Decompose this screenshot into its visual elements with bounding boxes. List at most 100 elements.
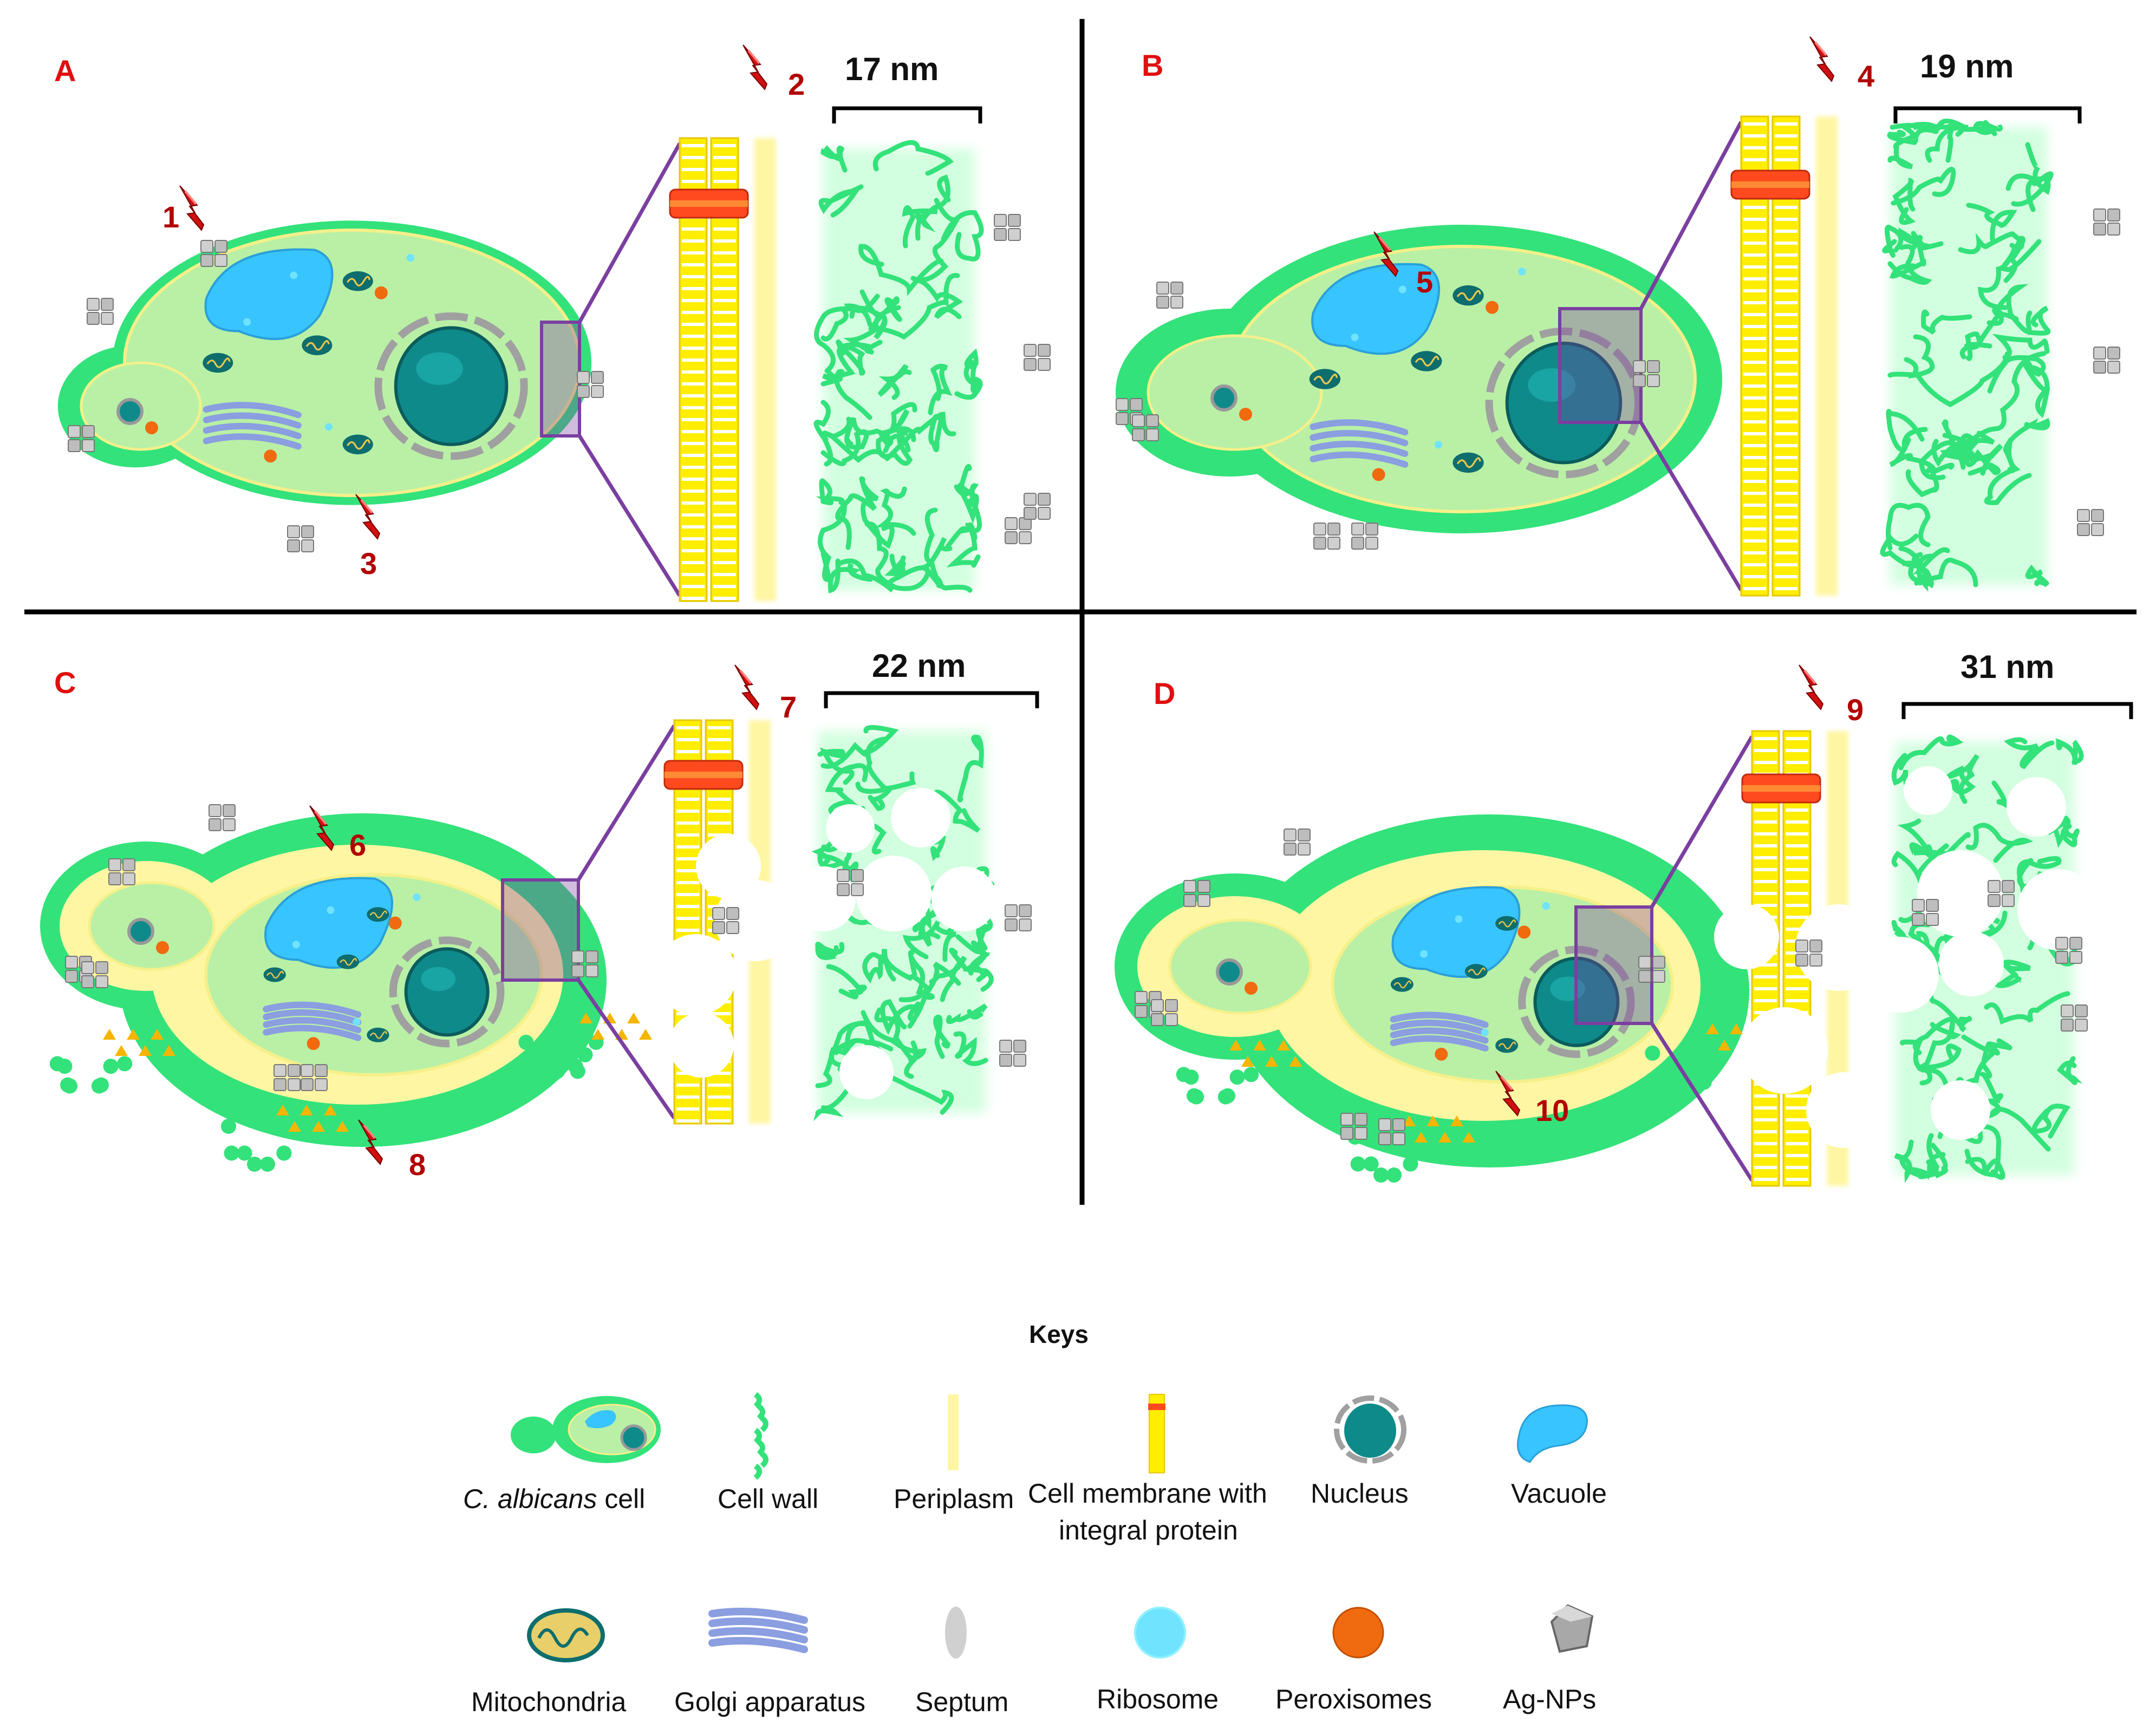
key-septum-label: Septum bbox=[915, 1687, 1008, 1717]
ribosome bbox=[353, 1018, 361, 1026]
zoom-connector bbox=[1639, 121, 1743, 310]
peroxisome bbox=[1486, 301, 1499, 314]
mitochondria bbox=[1494, 1037, 1519, 1054]
wall-thickness-label: 31 nm bbox=[1960, 649, 2054, 685]
ag-np-icon bbox=[287, 525, 314, 552]
key-label-cell: C. albicans cell bbox=[463, 1484, 645, 1514]
peroxisome bbox=[264, 449, 277, 463]
ag-np-icon bbox=[1024, 344, 1051, 371]
wall-thickness-label: 22 nm bbox=[872, 648, 966, 684]
zoom-connector bbox=[577, 142, 682, 323]
key-septum bbox=[945, 1607, 967, 1659]
zoom-connector bbox=[577, 979, 676, 1119]
ribosome bbox=[1398, 285, 1406, 293]
ag-np-icon bbox=[1005, 904, 1032, 931]
mitochondria bbox=[1451, 284, 1485, 307]
zoom-box bbox=[540, 321, 581, 438]
key-mitochondria bbox=[527, 1608, 605, 1662]
damage-marker-number: 8 bbox=[409, 1147, 426, 1182]
zoom-connector bbox=[1650, 1022, 1754, 1182]
key-membrane-label-line2: integral protein bbox=[1059, 1515, 1238, 1545]
key-agnp bbox=[1550, 1604, 1594, 1653]
zoom-connector bbox=[578, 435, 681, 597]
wall-damage-holes bbox=[1714, 766, 2099, 1148]
ribosome bbox=[290, 271, 298, 279]
mitochondria bbox=[1494, 915, 1519, 932]
ribosome bbox=[413, 893, 421, 901]
ribosome bbox=[1434, 441, 1442, 449]
damage-bolt-icon bbox=[742, 44, 768, 90]
damage-marker-number: 1 bbox=[162, 200, 179, 234]
peroxisome bbox=[156, 941, 169, 954]
ag-np-icon bbox=[1005, 517, 1032, 544]
ribosome bbox=[1455, 915, 1463, 923]
golgi-apparatus bbox=[203, 402, 302, 450]
key-nucleus bbox=[1334, 1395, 1406, 1464]
panel-label: B bbox=[1142, 48, 1163, 82]
mitochondria bbox=[1308, 368, 1341, 390]
key-ribosome-label: Ribosome bbox=[1097, 1684, 1219, 1714]
ribosome bbox=[1542, 902, 1550, 910]
key-golgi-label: Golgi apparatus bbox=[674, 1687, 865, 1717]
ag-np-icon bbox=[994, 214, 1021, 241]
ag-np-icon bbox=[2093, 208, 2120, 236]
ag-np-icon bbox=[1313, 523, 1340, 550]
ribosome bbox=[1481, 1028, 1489, 1036]
damage-marker-number: 6 bbox=[349, 828, 366, 862]
key-cell-label: C. albicans cell bbox=[463, 1484, 645, 1514]
candida-cell bbox=[1115, 814, 1749, 1167]
key-mitochondria-label: Mitochondria bbox=[471, 1687, 626, 1717]
ag-np-icon bbox=[2077, 509, 2104, 536]
key-cell bbox=[511, 1396, 661, 1463]
damage-marker-number: 7 bbox=[780, 690, 797, 724]
mitochondria bbox=[1464, 963, 1488, 980]
scale-bracket bbox=[1901, 702, 2133, 719]
peroxisome bbox=[145, 421, 158, 434]
key-periplasm bbox=[948, 1394, 959, 1470]
key-nucleus-label: Nucleus bbox=[1311, 1478, 1409, 1509]
damage-bolt-icon bbox=[1809, 36, 1835, 82]
nucleus bbox=[394, 326, 509, 446]
ribosome bbox=[327, 906, 335, 914]
mitochondria bbox=[342, 270, 374, 292]
cytoplasmic-leakage bbox=[49, 1013, 652, 1172]
mitochondria bbox=[1410, 350, 1443, 373]
ribosome bbox=[1518, 267, 1526, 276]
damage-marker-number: 3 bbox=[360, 546, 377, 580]
scale-bracket bbox=[824, 691, 1039, 708]
cell-wall-fibers bbox=[813, 140, 984, 593]
ag-np-icon bbox=[1024, 493, 1051, 520]
zoom-connector bbox=[1639, 421, 1743, 591]
candida-cell bbox=[1116, 225, 1722, 533]
zoom-connector bbox=[577, 725, 676, 881]
damage-bolt-icon bbox=[179, 185, 205, 231]
panel-label: D bbox=[1154, 676, 1175, 710]
wall-thickness-label: 17 nm bbox=[845, 51, 939, 87]
candida-cell bbox=[40, 813, 607, 1147]
nucleus bbox=[404, 947, 490, 1037]
key-vacuole-label: Vacuole bbox=[1511, 1478, 1607, 1509]
ribosome bbox=[292, 941, 300, 949]
golgi-apparatus bbox=[1310, 419, 1409, 468]
key-membrane bbox=[1148, 1394, 1165, 1473]
cytoplasmic-leakage bbox=[1176, 1023, 1779, 1183]
mitochondria bbox=[1451, 451, 1485, 474]
peroxisome bbox=[1435, 1047, 1448, 1061]
peroxisome bbox=[307, 1037, 320, 1051]
peroxisome bbox=[1239, 408, 1252, 421]
peroxisome bbox=[388, 916, 402, 930]
damage-bolt-icon bbox=[1798, 664, 1824, 710]
ag-np-icon bbox=[1156, 282, 1183, 309]
ribosome bbox=[1351, 333, 1359, 341]
periplasm-strip bbox=[1816, 116, 1838, 596]
damage-marker-number: 5 bbox=[1416, 265, 1433, 299]
keys-title: Keys bbox=[1029, 1320, 1089, 1348]
wall-damage-holes bbox=[655, 788, 996, 1099]
ribosome bbox=[1420, 950, 1428, 958]
